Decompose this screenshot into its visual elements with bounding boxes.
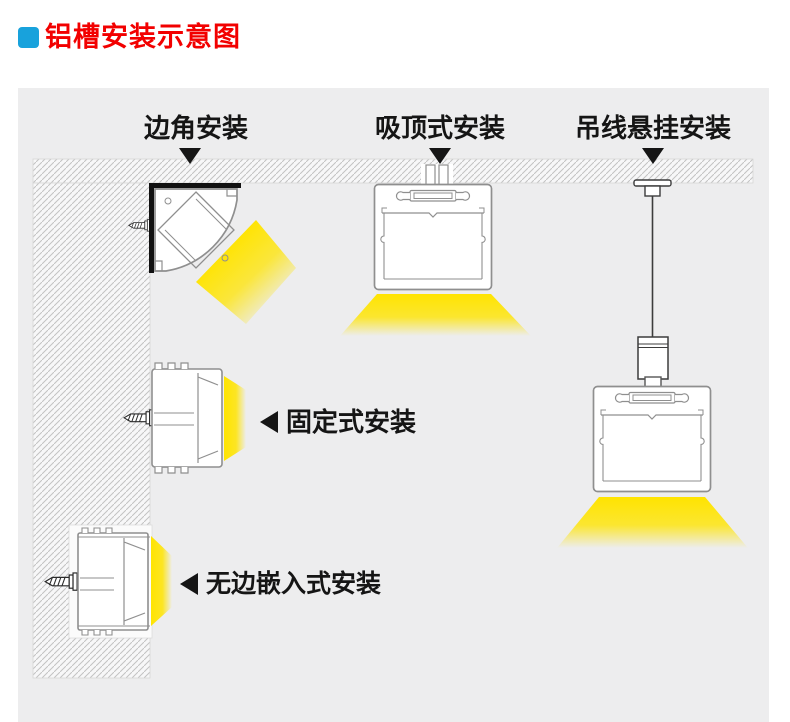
wall-profile-fixed — [151, 362, 223, 474]
ceiling-hatch — [32, 158, 754, 184]
triangle-left-icon — [260, 411, 278, 433]
label-suspension-install: 吊线悬挂安装 — [574, 113, 732, 143]
recessed-light-beam — [151, 536, 172, 626]
corner-mount-bracket — [149, 183, 241, 273]
corner-profile — [154, 188, 238, 272]
recessed-profile — [77, 527, 150, 636]
fixed-light-beam — [224, 376, 246, 461]
label-fixed-install-text: 固定式安装 — [286, 407, 417, 437]
blue-square-icon — [18, 27, 39, 48]
suspended-light-beam — [557, 497, 748, 548]
ceiling-mount-pins — [421, 164, 453, 194]
triangle-down-icon — [179, 148, 201, 164]
label-ceiling-install: 吸顶式安装 — [374, 113, 506, 143]
page-title: 铝槽安装示意图 — [45, 22, 241, 52]
label-fixed-install: 固定式安装 — [260, 408, 416, 436]
ceiling-light-beam — [340, 294, 531, 336]
page-header: 铝槽安装示意图 — [0, 0, 790, 88]
suspended-profile — [592, 385, 712, 493]
ceiling-profile — [373, 183, 493, 291]
triangle-down-icon — [642, 148, 664, 164]
label-recessed-install-text: 无边嵌入式安装 — [206, 570, 382, 598]
triangle-left-icon — [180, 573, 198, 595]
triangle-down-icon — [429, 148, 451, 164]
label-corner-install: 边角安装 — [143, 113, 249, 143]
label-recessed-install: 无边嵌入式安装 — [180, 570, 381, 598]
corner-light-beam — [196, 220, 296, 324]
suspension-ceiling-disc — [633, 179, 672, 197]
